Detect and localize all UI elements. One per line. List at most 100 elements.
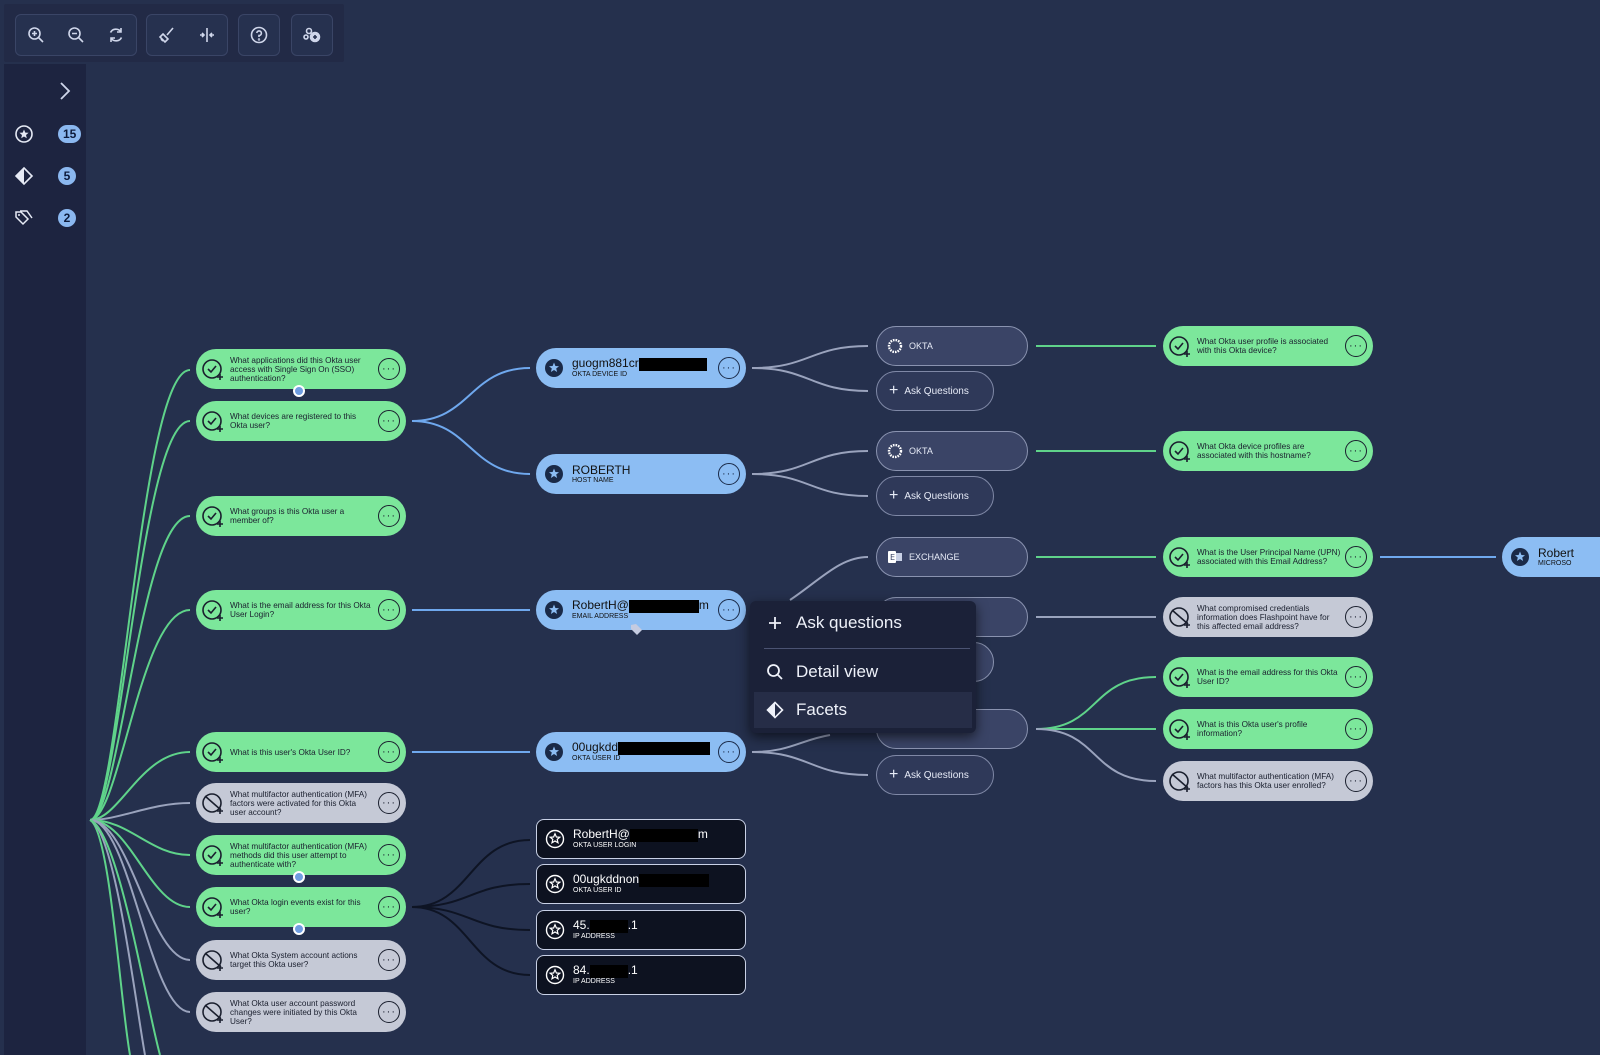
question-node[interactable]: What is this user's Okta User ID? ··· xyxy=(196,732,406,772)
check-sparkle-icon xyxy=(202,411,223,432)
entity-node-userid2[interactable]: 00ugkddnon OKTA USER ID xyxy=(536,864,746,904)
more-options-icon[interactable]: ··· xyxy=(378,358,400,380)
question-node[interactable]: What applications did this Okta user acc… xyxy=(196,349,406,389)
entity-type: OKTA USER ID xyxy=(572,754,621,762)
entity-node-login[interactable]: RobertH@m OKTA USER LOGIN xyxy=(536,819,746,859)
entity-node-email[interactable]: RobertH@m EMAIL ADDRESS ··· xyxy=(536,590,746,630)
plus-icon xyxy=(769,617,781,629)
source-label: OKTA xyxy=(909,341,933,351)
redaction xyxy=(628,599,699,613)
add-group xyxy=(291,14,333,56)
more-options-icon[interactable]: ··· xyxy=(1345,770,1367,792)
zoom-in-button[interactable] xyxy=(16,15,56,55)
question-node[interactable]: What multifactor authentication (MFA) fa… xyxy=(196,783,406,823)
question-text: What Okta login events exist for this us… xyxy=(230,898,361,916)
question-node[interactable]: What multifactor authentication (MFA) fa… xyxy=(1163,761,1373,801)
more-options-icon[interactable]: ··· xyxy=(1345,440,1367,462)
more-options-icon[interactable]: ··· xyxy=(1345,666,1367,688)
more-options-icon[interactable]: ··· xyxy=(718,741,740,763)
sidebar-item-tags[interactable]: 2 xyxy=(14,208,76,228)
entity-label: 00ugkdd OKTA USER ID xyxy=(564,741,718,762)
more-options-icon[interactable]: ··· xyxy=(1345,718,1367,740)
menu-item-label: Ask questions xyxy=(796,613,902,632)
entity-label: 84..1 IP ADDRESS xyxy=(565,964,739,985)
entity-value-suffix: m xyxy=(697,827,708,842)
question-node[interactable]: What is the email address for this Okta … xyxy=(196,590,406,630)
source-node-okta[interactable]: OKTA xyxy=(876,326,1028,366)
graph-toolbar xyxy=(4,4,344,62)
source-label: EXCHANGE xyxy=(909,552,960,562)
entity-node-ip2[interactable]: 84..1 IP ADDRESS xyxy=(536,955,746,995)
more-options-icon[interactable]: ··· xyxy=(378,896,400,918)
question-text: What is the email address for this Okta … xyxy=(230,601,371,619)
entity-node-ip1[interactable]: 45..1 IP ADDRESS xyxy=(536,910,746,950)
question-node[interactable]: What Okta System account actions target … xyxy=(196,940,406,980)
more-options-icon[interactable]: ··· xyxy=(718,463,740,485)
more-options-icon[interactable]: ··· xyxy=(378,599,400,621)
menu-item-ask-questions[interactable]: Ask questions xyxy=(754,605,972,641)
more-options-icon[interactable]: ··· xyxy=(378,949,400,971)
more-options-icon[interactable]: ··· xyxy=(378,410,400,432)
refresh-button[interactable] xyxy=(96,15,136,55)
question-node[interactable]: What is this Okta user's profile informa… xyxy=(1163,709,1373,749)
question-node[interactable]: What is the email address for this Okta … xyxy=(1163,657,1373,697)
ask-questions-button[interactable]: + Ask Questions xyxy=(876,755,994,795)
more-options-icon[interactable]: ··· xyxy=(378,505,400,527)
sidebar-item-facets[interactable]: 5 xyxy=(14,166,76,186)
ask-questions-button[interactable]: + Ask Questions xyxy=(876,476,994,516)
layout-button[interactable] xyxy=(187,15,227,55)
more-options-icon[interactable]: ··· xyxy=(378,792,400,814)
question-node[interactable]: What Okta user profile is associated wit… xyxy=(1163,326,1373,366)
question-node[interactable]: What is the User Principal Name (UPN) as… xyxy=(1163,537,1373,577)
entity-type: OKTA DEVICE ID xyxy=(572,370,628,378)
question-text: What multifactor authentication (MFA) fa… xyxy=(230,789,367,817)
more-options-icon[interactable]: ··· xyxy=(378,844,400,866)
clear-button[interactable] xyxy=(147,15,187,55)
entity-node-upn[interactable]: Robert MICROSO xyxy=(1502,537,1600,577)
question-node[interactable]: What Okta device profiles are associated… xyxy=(1163,431,1373,471)
question-node[interactable]: What groups is this Okta user a member o… xyxy=(196,496,406,536)
entity-type: IP ADDRESS xyxy=(573,977,615,985)
more-options-icon[interactable]: ··· xyxy=(1345,606,1367,628)
question-node[interactable]: What Okta login events exist for this us… xyxy=(196,887,406,927)
entity-label: 00ugkddnon OKTA USER ID xyxy=(565,873,739,894)
more-options-icon[interactable]: ··· xyxy=(718,357,740,379)
menu-item-detail-view[interactable]: Detail view xyxy=(754,654,972,690)
menu-item-facets[interactable]: Facets xyxy=(754,692,972,728)
source-node-okta[interactable]: OKTA xyxy=(876,431,1028,471)
entity-label: Robert MICROSO xyxy=(1530,547,1600,568)
expand-sidebar-button[interactable] xyxy=(58,80,72,107)
add-node-button[interactable] xyxy=(292,15,332,55)
more-options-icon[interactable]: ··· xyxy=(1345,546,1367,568)
question-text: What Okta System account actions target … xyxy=(230,951,358,969)
more-options-icon[interactable]: ··· xyxy=(1345,335,1367,357)
star-badge-icon xyxy=(15,125,33,143)
sidebar-item-entities[interactable]: 15 xyxy=(14,124,82,144)
tags-icon xyxy=(15,210,33,226)
facets-count-badge: 5 xyxy=(58,167,76,185)
question-text: What Okta user profile is associated wit… xyxy=(1197,337,1329,355)
entity-star-icon xyxy=(545,359,563,377)
entity-node-userid[interactable]: 00ugkdd OKTA USER ID ··· xyxy=(536,732,746,772)
check-sparkle-icon xyxy=(202,742,223,763)
question-node[interactable]: What Okta user account password changes … xyxy=(196,992,406,1032)
source-node-exchange[interactable]: E EXCHANGE xyxy=(876,537,1028,577)
zoom-in-icon xyxy=(28,27,44,43)
more-options-icon[interactable]: ··· xyxy=(378,1001,400,1023)
more-options-icon[interactable]: ··· xyxy=(718,599,740,621)
help-button[interactable] xyxy=(239,15,279,55)
entity-node-device[interactable]: guogm881cr OKTA DEVICE ID ··· xyxy=(536,348,746,388)
tags-count-badge: 2 xyxy=(58,209,76,227)
question-node[interactable]: What compromised credentials information… xyxy=(1163,597,1373,637)
zoom-out-button[interactable] xyxy=(56,15,96,55)
entity-value-suffix: .1 xyxy=(627,918,638,933)
check-sparkle-icon xyxy=(1169,441,1190,462)
more-options-icon[interactable]: ··· xyxy=(378,741,400,763)
tag-indicator-icon xyxy=(631,624,642,635)
entity-node-host[interactable]: ROBERTH HOST NAME ··· xyxy=(536,454,746,494)
question-node[interactable]: What devices are registered to this Okta… xyxy=(196,401,406,441)
question-node[interactable]: What multifactor authentication (MFA) me… xyxy=(196,835,406,875)
ask-questions-button[interactable]: + Ask Questions xyxy=(876,371,994,411)
redaction xyxy=(589,919,628,933)
